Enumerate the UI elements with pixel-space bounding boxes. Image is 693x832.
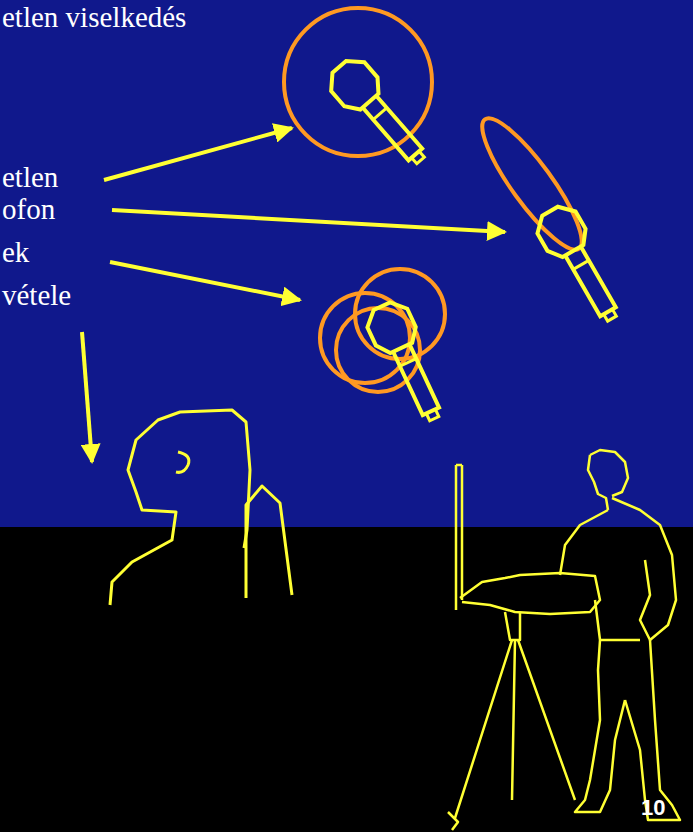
item-text: ofon [2, 192, 55, 226]
head-figure [110, 410, 292, 605]
leader-arrows [82, 128, 505, 462]
item-text: ek [2, 235, 29, 269]
microphone [362, 297, 454, 428]
heading-text: etlen viselkedés [2, 0, 186, 34]
person-with-meter [448, 450, 680, 830]
item-text: etlen [2, 160, 58, 194]
black-band [0, 527, 693, 832]
page-number: 10 [641, 795, 665, 821]
microphone [531, 200, 631, 329]
polar-pattern [469, 108, 595, 261]
blue-ground [0, 0, 693, 527]
microphone [323, 52, 438, 174]
item-text: vétele [2, 278, 71, 312]
